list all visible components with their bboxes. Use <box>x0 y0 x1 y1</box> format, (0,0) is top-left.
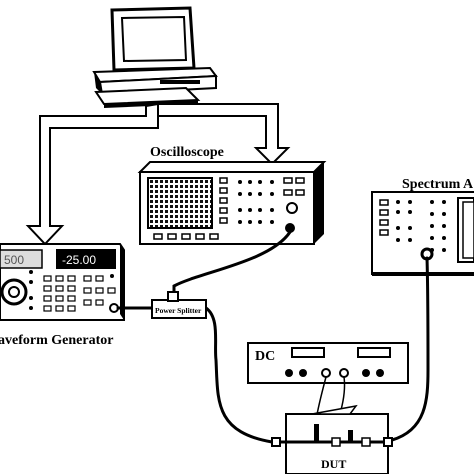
waveform-generator-display-left-value: 500 <box>4 253 24 267</box>
power-splitter: Power Splitter <box>151 291 207 319</box>
oscilloscope-screen <box>147 177 213 229</box>
waveform-generator-label: aveform Generator <box>0 333 113 348</box>
control-bus-arrows <box>25 102 291 246</box>
spectrum-analyzer: Spectrum A <box>371 177 474 276</box>
dc-power-supply: DC <box>247 342 409 384</box>
waveform-generator-display-left <box>0 249 43 269</box>
dut: DUT <box>271 404 393 474</box>
computer <box>92 6 218 108</box>
power-splitter-label: Power Splitter <box>155 306 202 315</box>
coax-cables <box>116 230 430 444</box>
waveform-generator: 500 -25.00 aveform Generator <box>0 243 125 348</box>
spectrum-analyzer-label: Spectrum A <box>402 177 474 192</box>
oscilloscope-label: Oscilloscope <box>150 145 224 160</box>
dc-supply-label: DC <box>255 349 275 364</box>
oscilloscope: Oscilloscope <box>137 145 327 245</box>
oscilloscope-input-port <box>285 223 295 233</box>
dut-label: DUT <box>321 457 346 471</box>
waveform-generator-display-right <box>56 249 116 269</box>
waveform-generator-display-right-value: -25.00 <box>62 253 96 267</box>
